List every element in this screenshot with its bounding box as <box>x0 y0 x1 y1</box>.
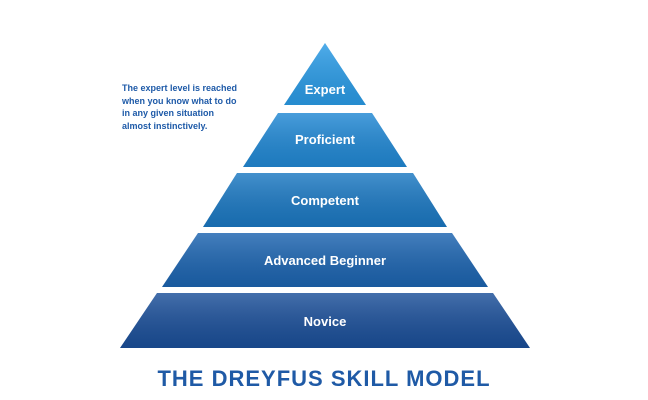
expert-annotation: The expert level is reached when you kno… <box>122 83 238 131</box>
tier-novice: Novice <box>120 293 530 348</box>
tier-advanced-beginner-label: Advanced Beginner <box>264 253 386 268</box>
diagram-title: THE DREYFUS SKILL MODEL <box>157 366 491 391</box>
tier-competent-label: Competent <box>291 193 360 208</box>
pyramid-diagram: Expert Proficient Competent Advanced Beg… <box>120 43 530 348</box>
tier-advanced-beginner: Advanced Beginner <box>162 233 488 287</box>
tier-expert: Expert <box>284 43 366 105</box>
tier-expert-label: Expert <box>305 82 346 97</box>
tier-proficient-label: Proficient <box>295 132 356 147</box>
tier-proficient: Proficient <box>243 113 407 167</box>
tier-novice-label: Novice <box>304 314 347 329</box>
tier-competent: Competent <box>203 173 447 227</box>
